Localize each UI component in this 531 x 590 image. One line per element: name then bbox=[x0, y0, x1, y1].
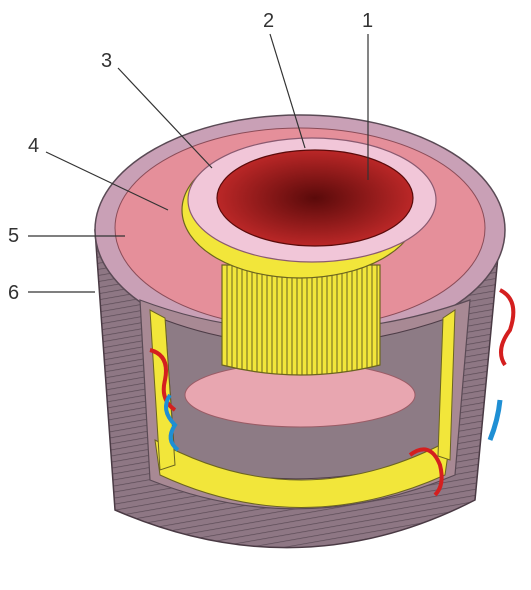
label-3: 3 bbox=[101, 50, 112, 72]
label-1: 1 bbox=[362, 10, 373, 32]
lumen bbox=[217, 150, 413, 246]
label-5: 5 bbox=[8, 225, 19, 247]
label-2: 2 bbox=[263, 10, 274, 32]
label-6: 6 bbox=[8, 282, 19, 304]
label-4: 4 bbox=[28, 135, 39, 157]
